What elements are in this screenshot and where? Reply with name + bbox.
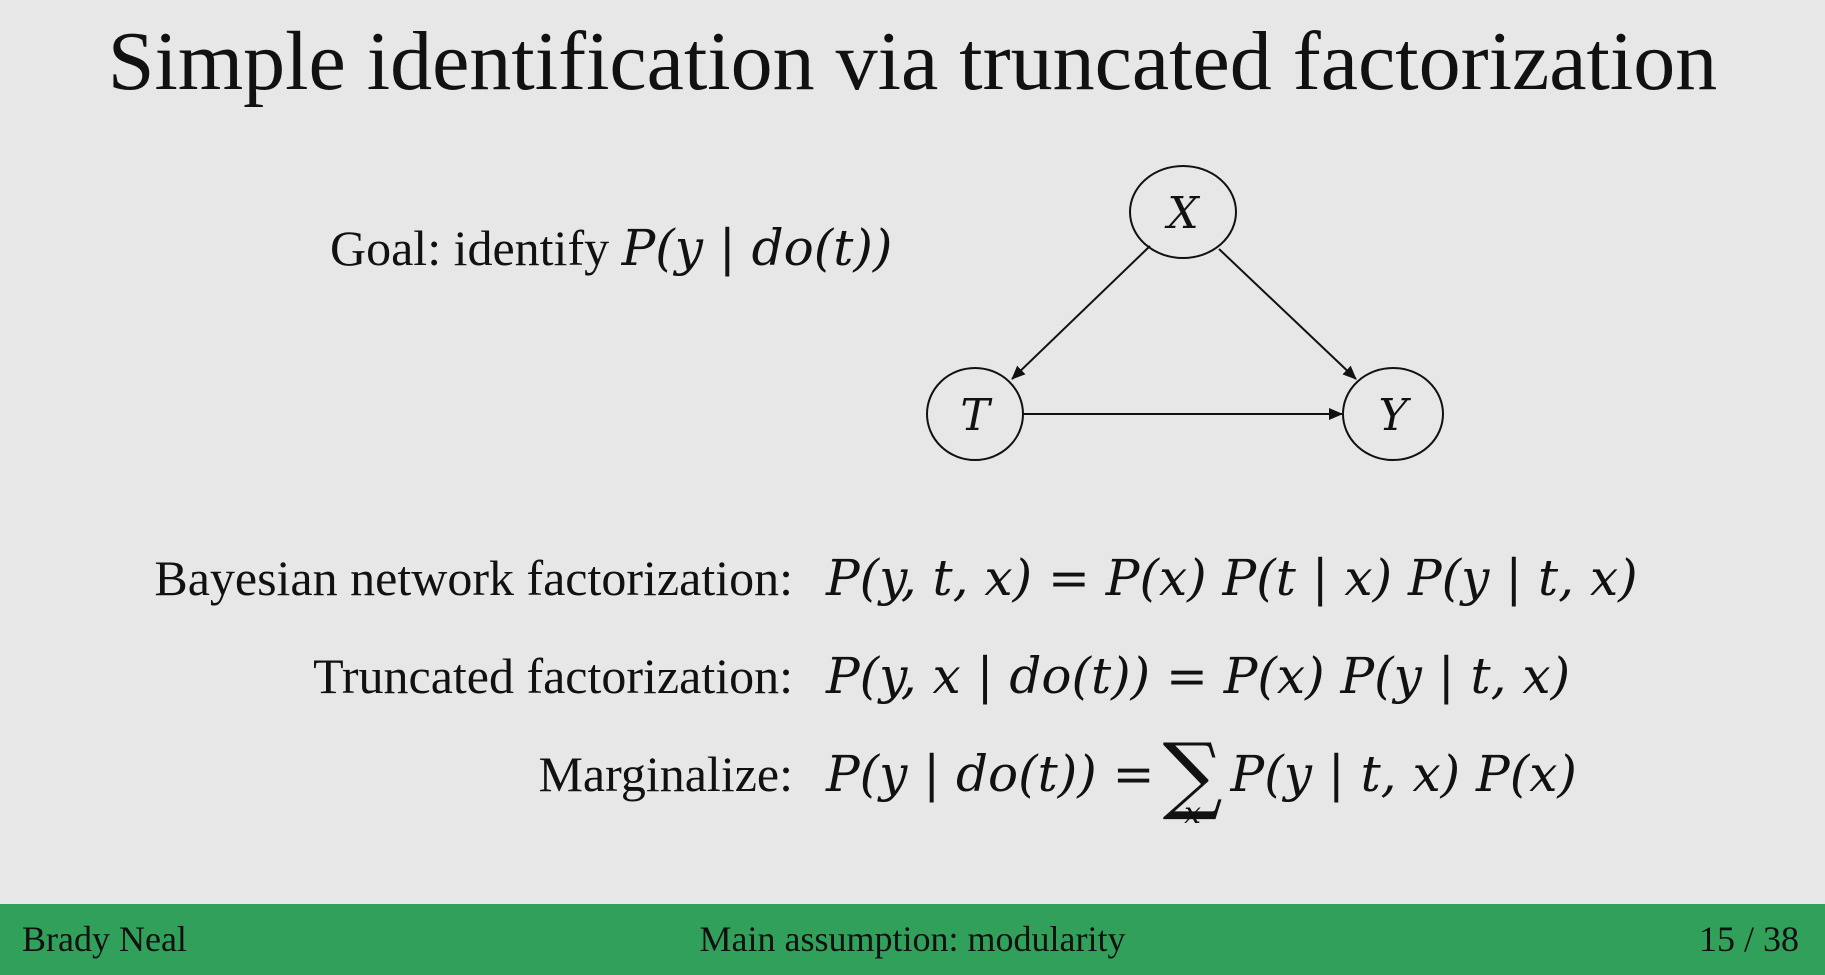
equation-formula: P(y, x | do(t)) = P(x) P(y | t, x) bbox=[826, 647, 1571, 705]
footer-bar: Brady Neal Main assumption: modularity 1… bbox=[0, 904, 1825, 975]
edge-x-to-t bbox=[1011, 245, 1151, 380]
node-y: Y bbox=[1342, 367, 1444, 461]
node-x: X bbox=[1129, 165, 1237, 259]
equation-row-bayesian: Bayesian network factorization: P(y, t, … bbox=[0, 538, 1825, 618]
page-number: 15 / 38 bbox=[1698, 919, 1799, 959]
edge-x-to-y bbox=[1218, 248, 1357, 380]
equation-label: Bayesian network factorization: bbox=[154, 550, 793, 606]
node-x-label: X bbox=[1164, 188, 1200, 239]
sum-index: x bbox=[1184, 796, 1201, 831]
node-t-label: T bbox=[960, 390, 993, 441]
summation-symbol: ∑x bbox=[1161, 732, 1225, 831]
causal-graph: X T Y bbox=[926, 165, 1444, 461]
sum-sign: ∑ bbox=[1162, 725, 1223, 823]
equation-formula: P(y, t, x) = P(x) P(t | x) P(y | t, x) bbox=[826, 549, 1638, 607]
goal-label: Goal: identify bbox=[330, 220, 622, 276]
goal-statement: Goal: identify P(y | do(t)) bbox=[330, 218, 892, 278]
slide-title: Simple identification via truncated fact… bbox=[107, 15, 1718, 108]
formula-left: P(y | do(t)) = bbox=[826, 745, 1155, 803]
equation-row-truncated: Truncated factorization: P(y, x | do(t))… bbox=[0, 636, 1825, 716]
node-y-label: Y bbox=[1378, 390, 1411, 441]
equation-label: Truncated factorization: bbox=[313, 648, 793, 704]
footer-author: Brady Neal bbox=[22, 919, 187, 959]
footer-section: Main assumption: modularity bbox=[699, 919, 1126, 959]
formula-right: P(y | t, x) P(x) bbox=[1230, 745, 1577, 803]
goal-expression: P(y | do(t)) bbox=[621, 219, 893, 277]
node-t: T bbox=[926, 367, 1024, 461]
equation-label: Marginalize: bbox=[538, 746, 793, 802]
